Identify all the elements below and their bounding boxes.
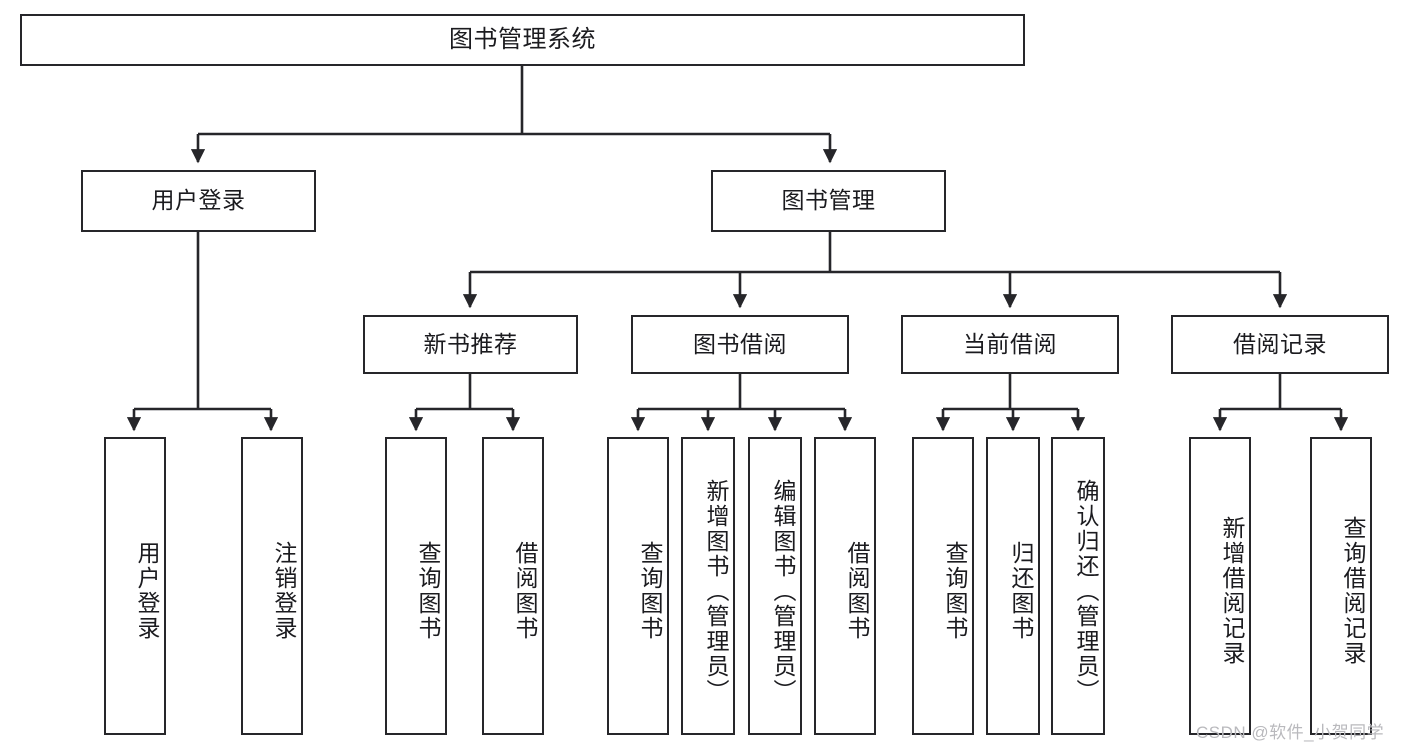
node-label: 归还图书 <box>1008 541 1034 641</box>
leaf-edit-book-admin[interactable]: 编辑图书（管理员） <box>748 437 802 735</box>
leaf-lend-book[interactable]: 借阅图书 <box>814 437 876 735</box>
node-current-borrow[interactable]: 当前借阅 <box>901 315 1119 374</box>
node-label: 图书借阅 <box>693 330 787 357</box>
leaf-query-borrow-record[interactable]: 查询借阅记录 <box>1310 437 1372 735</box>
node-label: 用户登录 <box>134 541 160 641</box>
node-label: 编辑图书（管理员） <box>770 478 796 704</box>
node-book-management[interactable]: 图书管理 <box>711 170 946 232</box>
leaf-add-borrow-record[interactable]: 新增借阅记录 <box>1189 437 1251 735</box>
node-label: 借阅图书 <box>844 541 870 641</box>
leaf-query-book-newbook[interactable]: 查询图书 <box>385 437 447 735</box>
leaf-return-book[interactable]: 归还图书 <box>986 437 1040 735</box>
node-label: 查询借阅记录 <box>1340 516 1366 666</box>
node-label: 当前借阅 <box>963 330 1057 357</box>
node-book-borrow[interactable]: 图书借阅 <box>631 315 849 374</box>
node-label: 借阅记录 <box>1233 330 1327 357</box>
node-root-system[interactable]: 图书管理系统 <box>20 14 1025 66</box>
node-label: 新增借阅记录 <box>1219 516 1245 666</box>
node-label: 查询图书 <box>415 541 441 641</box>
node-borrow-records[interactable]: 借阅记录 <box>1171 315 1389 374</box>
node-label: 图书管理 <box>781 187 876 214</box>
leaf-confirm-return-admin[interactable]: 确认归还（管理员） <box>1051 437 1105 735</box>
node-new-book-recommend[interactable]: 新书推荐 <box>363 315 578 374</box>
csdn-watermark: CSDN @软件_小贺同学 <box>1196 723 1385 742</box>
node-label: 注销登录 <box>271 541 297 641</box>
node-label: 借阅图书 <box>512 541 538 641</box>
leaf-borrow-book-newbook[interactable]: 借阅图书 <box>482 437 544 735</box>
leaf-user-logout[interactable]: 注销登录 <box>241 437 303 735</box>
node-label: 新书推荐 <box>423 330 518 357</box>
node-label: 查询图书 <box>942 541 968 641</box>
leaf-user-login[interactable]: 用户登录 <box>104 437 166 735</box>
leaf-add-book-admin[interactable]: 新增图书（管理员） <box>681 437 735 735</box>
leaf-query-book-current[interactable]: 查询图书 <box>912 437 974 735</box>
node-label: 新增图书（管理员） <box>703 478 729 704</box>
node-label: 确认归还（管理员） <box>1073 478 1099 704</box>
leaf-query-book-borrow[interactable]: 查询图书 <box>607 437 669 735</box>
node-label: 用户登录 <box>151 187 246 214</box>
node-label: 查询图书 <box>637 541 663 641</box>
node-label: 图书管理系统 <box>449 25 596 53</box>
node-user-login[interactable]: 用户登录 <box>81 170 316 232</box>
